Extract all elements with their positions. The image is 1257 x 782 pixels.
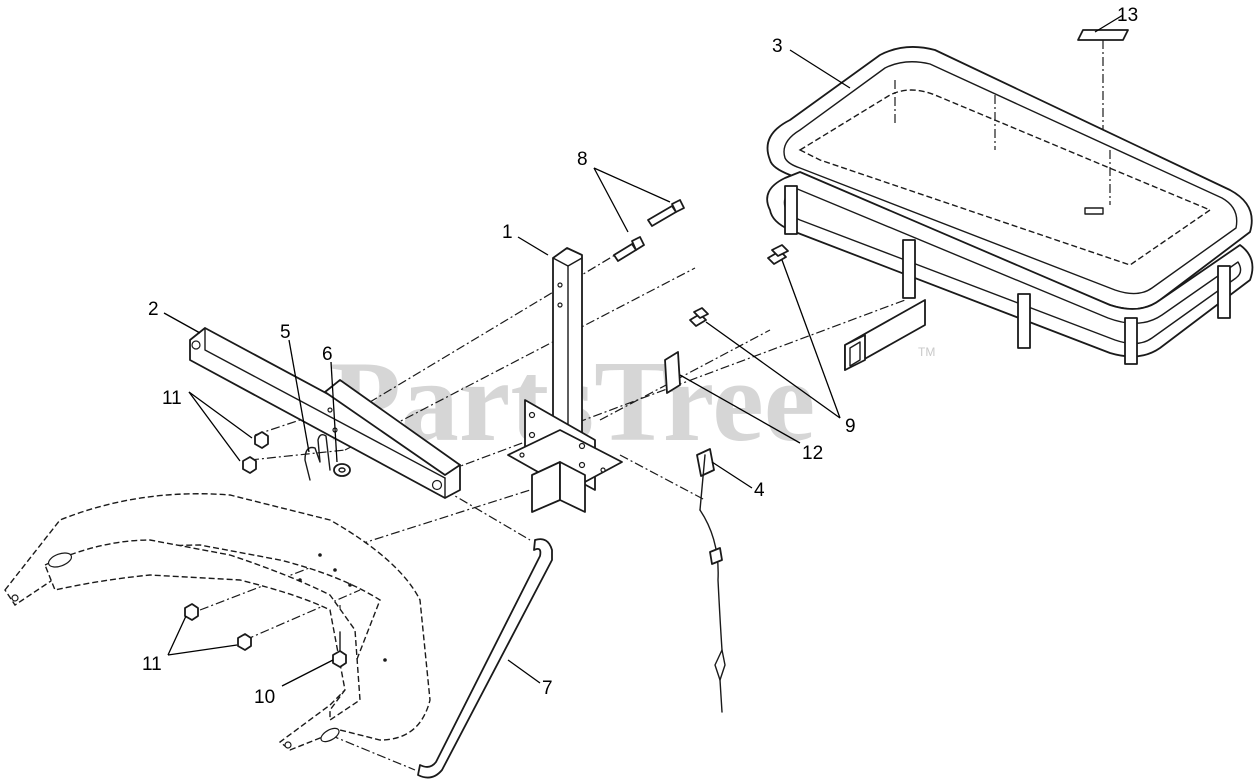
callout-6: 6 <box>322 344 333 365</box>
callout-10: 10 <box>254 687 275 708</box>
lanyard-pin-part-4 <box>696 448 726 713</box>
locknuts-part-11-upper <box>242 431 269 474</box>
bolts-part-9 <box>689 244 789 327</box>
rod-part-7 <box>417 538 553 779</box>
leader-lines <box>163 14 1124 687</box>
decal-part-12 <box>664 351 681 394</box>
hairpin-clip-part-5 <box>304 433 331 481</box>
bolt-part-10 <box>332 631 347 668</box>
callout-9: 9 <box>845 416 856 437</box>
callout-1: 1 <box>502 222 513 243</box>
mower-frame-reference <box>4 493 431 751</box>
callout-11-upper: 11 <box>162 388 182 409</box>
decal-part-13 <box>1077 29 1129 41</box>
hitch-bar-part-2 <box>189 327 461 499</box>
basket-part-3 <box>766 46 1254 371</box>
callout-13: 13 <box>1117 5 1138 26</box>
bolts-part-8 <box>613 199 685 262</box>
callout-12: 12 <box>802 443 823 464</box>
callout-3: 3 <box>772 36 783 57</box>
callout-11-lower: 11 <box>142 654 162 675</box>
callout-4: 4 <box>754 480 765 501</box>
locknuts-part-11-lower <box>184 603 252 651</box>
callout-2: 2 <box>148 299 159 320</box>
hitch-post-part-1 <box>507 247 623 513</box>
callout-7: 7 <box>542 678 553 699</box>
callout-labels: 1 2 3 4 5 6 7 8 9 10 11 11 12 13 <box>142 5 1138 708</box>
trademark-symbol: TM <box>918 345 935 359</box>
callout-8: 8 <box>577 149 588 170</box>
washer-part-6 <box>333 463 351 477</box>
callout-5: 5 <box>280 322 291 343</box>
